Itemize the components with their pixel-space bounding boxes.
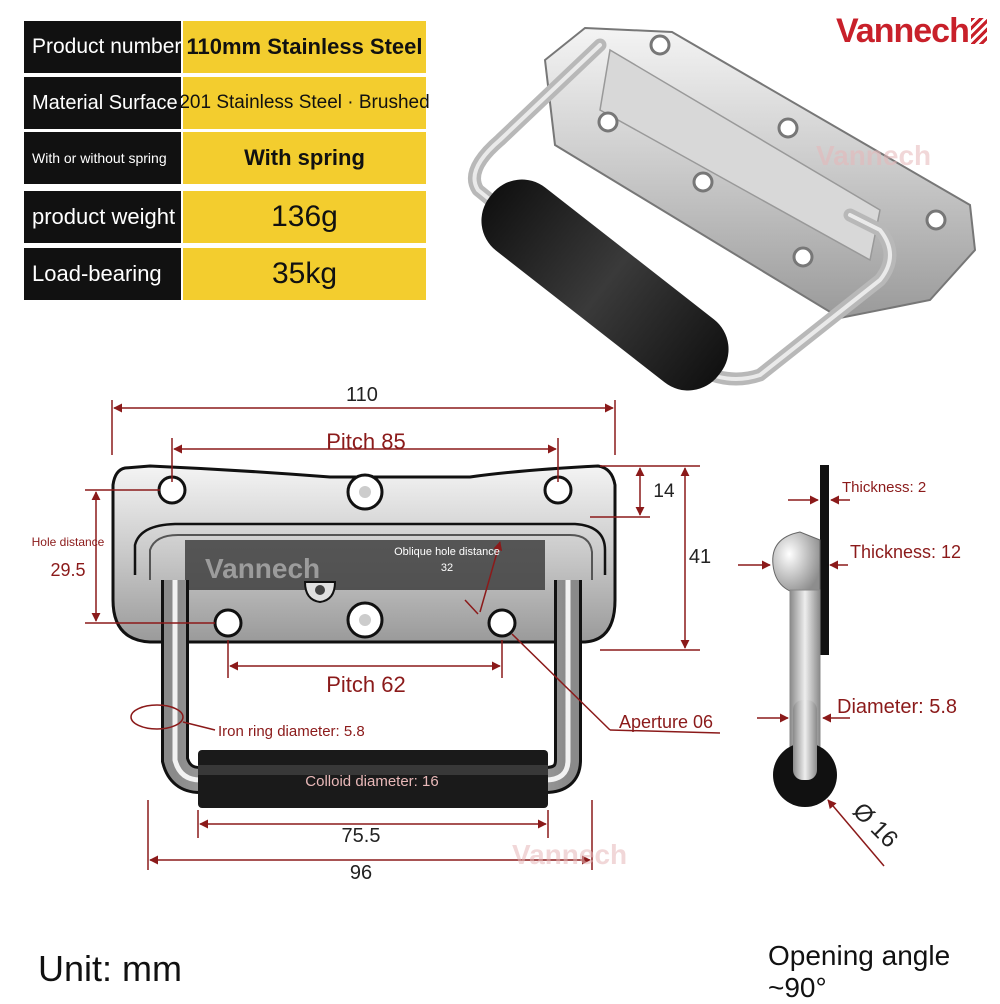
dim-oblique-value: 32 — [441, 562, 453, 574]
dim-oblique-label: Oblique hole distance — [394, 546, 500, 558]
side-view — [772, 465, 837, 807]
spec-value: With spring — [183, 132, 426, 184]
spec-label: With or without spring — [24, 132, 181, 184]
brand-stripes-icon — [970, 18, 987, 44]
front-view — [111, 464, 617, 808]
dim-96: 96 — [350, 862, 372, 884]
spec-label: Material Surface — [24, 77, 181, 129]
watermarks: Vannech Vannech Vannech — [205, 140, 931, 870]
spec-row-material-surface: Material Surface 201 Stainless Steel · B… — [24, 77, 430, 129]
dim-pitch-85: Pitch 85 — [326, 429, 406, 454]
dimension-labels: 110 Pitch 85 14 41 Hole distance 29.5 Ob… — [32, 384, 713, 884]
dim-29-5: 29.5 — [50, 560, 85, 580]
spec-value: 201 Stainless Steel · Brushed — [179, 77, 430, 129]
dim-iron-ring: Iron ring diameter: 5.8 — [218, 723, 365, 740]
side-dia-16: Ø 16 — [847, 797, 903, 853]
spec-row-spring: With or without spring With spring — [24, 132, 426, 184]
dim-hole-distance-label: Hole distance — [32, 535, 105, 549]
unit-label: Unit: mm — [38, 948, 182, 989]
dim-110: 110 — [346, 384, 378, 406]
opening-angle-label: Opening angle ~90° — [768, 940, 951, 1003]
dimension-lines — [85, 400, 721, 870]
dim-colloid: Colloid diameter: 16 — [305, 773, 438, 790]
product-photo — [468, 26, 977, 391]
watermark-text: Vannech — [816, 140, 931, 171]
brand-logo: Vannech — [836, 12, 987, 51]
side-thickness-12: Thickness: 12 — [850, 542, 961, 562]
dim-aperture: Aperture 06 — [619, 712, 713, 732]
spec-value: 136g — [183, 191, 426, 243]
dim-75-5: 75.5 — [342, 825, 381, 847]
spec-label: product weight — [24, 191, 181, 243]
dim-14: 14 — [653, 481, 675, 502]
watermark-text: Vannech — [512, 839, 627, 870]
dim-41: 41 — [689, 546, 711, 568]
side-diameter-5-8: Diameter: 5.8 — [837, 696, 957, 718]
spec-label: Load-bearing — [24, 248, 181, 300]
dim-pitch-62: Pitch 62 — [326, 672, 406, 697]
spec-row-weight: product weight 136g — [24, 191, 426, 243]
spec-label: Product number — [24, 21, 181, 73]
spec-value: 110mm Stainless Steel — [183, 21, 426, 73]
spec-row-product-number: Product number 110mm Stainless Steel — [24, 21, 426, 73]
side-dimension-lines — [738, 495, 885, 867]
side-thickness-2: Thickness: 2 — [842, 479, 926, 496]
side-dimension-labels: Thickness: 2 Thickness: 12 Diameter: 5.8… — [837, 479, 961, 853]
spec-row-load-bearing: Load-bearing 35kg — [24, 248, 426, 300]
spec-value: 35kg — [183, 248, 426, 300]
watermark-text: Vannech — [205, 553, 320, 584]
brand-name: Vannech — [836, 12, 970, 50]
